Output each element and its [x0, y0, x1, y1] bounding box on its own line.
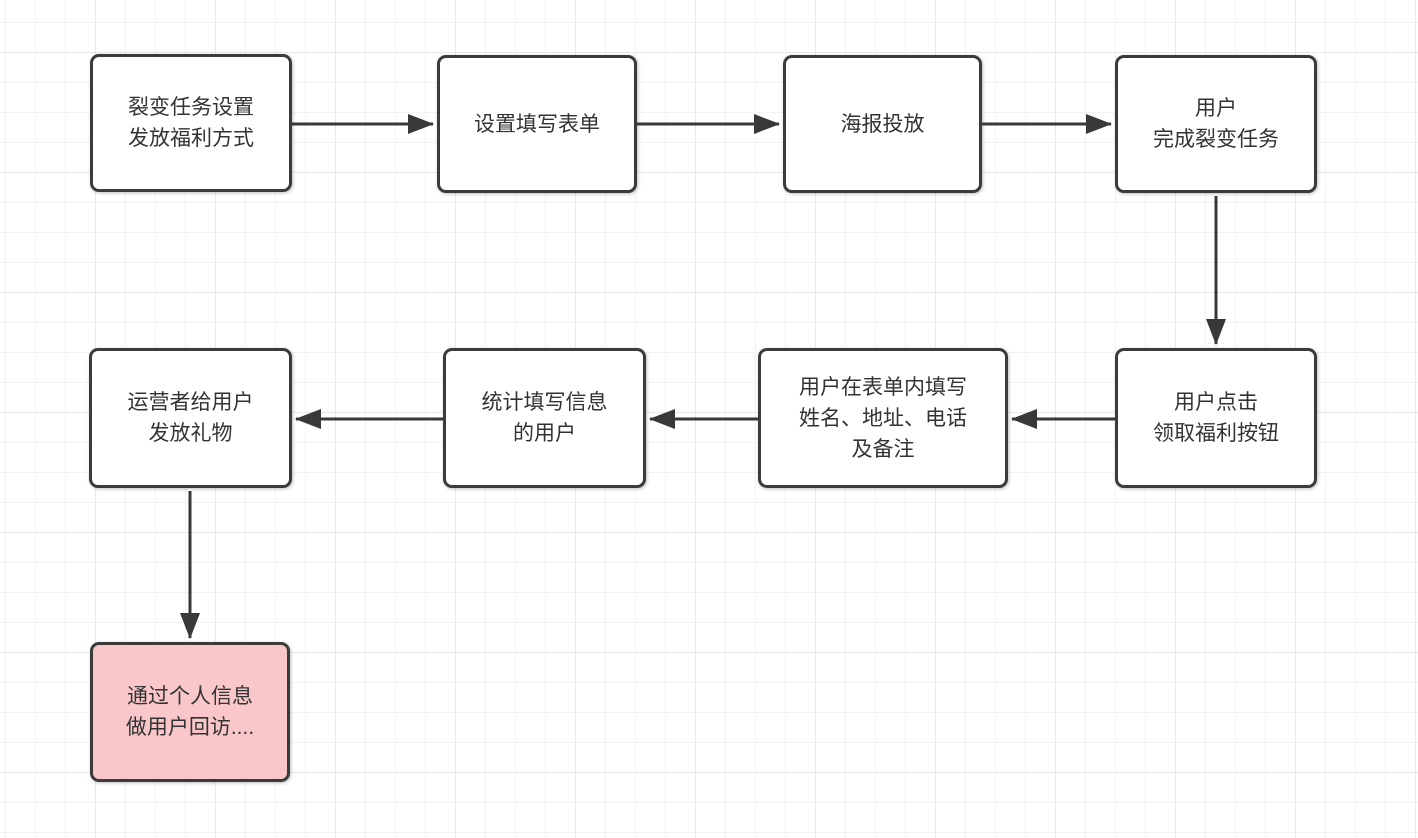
flow-node-label: 统计填写信息 的用户	[481, 391, 608, 445]
flow-node-poster[interactable]: 海报投放	[783, 55, 982, 193]
flow-node-label: 海报投放	[840, 112, 925, 136]
flow-node-follow-up[interactable]: 通过个人信息 做用户回访....	[90, 642, 290, 782]
flow-node-stat-users[interactable]: 统计填写信息 的用户	[443, 348, 646, 488]
flow-node-fill-form[interactable]: 用户在表单内填写 姓名、地址、电话 及备注	[758, 348, 1008, 488]
flow-node-complete-task[interactable]: 用户 完成裂变任务	[1115, 55, 1317, 193]
flow-node-label: 裂变任务设置 发放福利方式	[128, 96, 254, 150]
flow-node-click-button[interactable]: 用户点击 领取福利按钮	[1115, 348, 1317, 488]
flow-node-form-setup[interactable]: 设置填写表单	[437, 55, 637, 193]
flow-node-label: 通过个人信息 做用户回访....	[125, 685, 255, 739]
flow-node-label: 运营者给用户 发放礼物	[127, 391, 254, 445]
flow-node-label: 设置填写表单	[474, 112, 600, 136]
flow-node-label: 用户 完成裂变任务	[1153, 97, 1279, 151]
flow-node-label: 用户点击 领取福利按钮	[1153, 391, 1279, 445]
flow-node-task-setup[interactable]: 裂变任务设置 发放福利方式	[90, 54, 292, 192]
flow-node-label: 用户在表单内填写 姓名、地址、电话 及备注	[799, 375, 967, 461]
flow-node-send-gift[interactable]: 运营者给用户 发放礼物	[89, 348, 292, 488]
